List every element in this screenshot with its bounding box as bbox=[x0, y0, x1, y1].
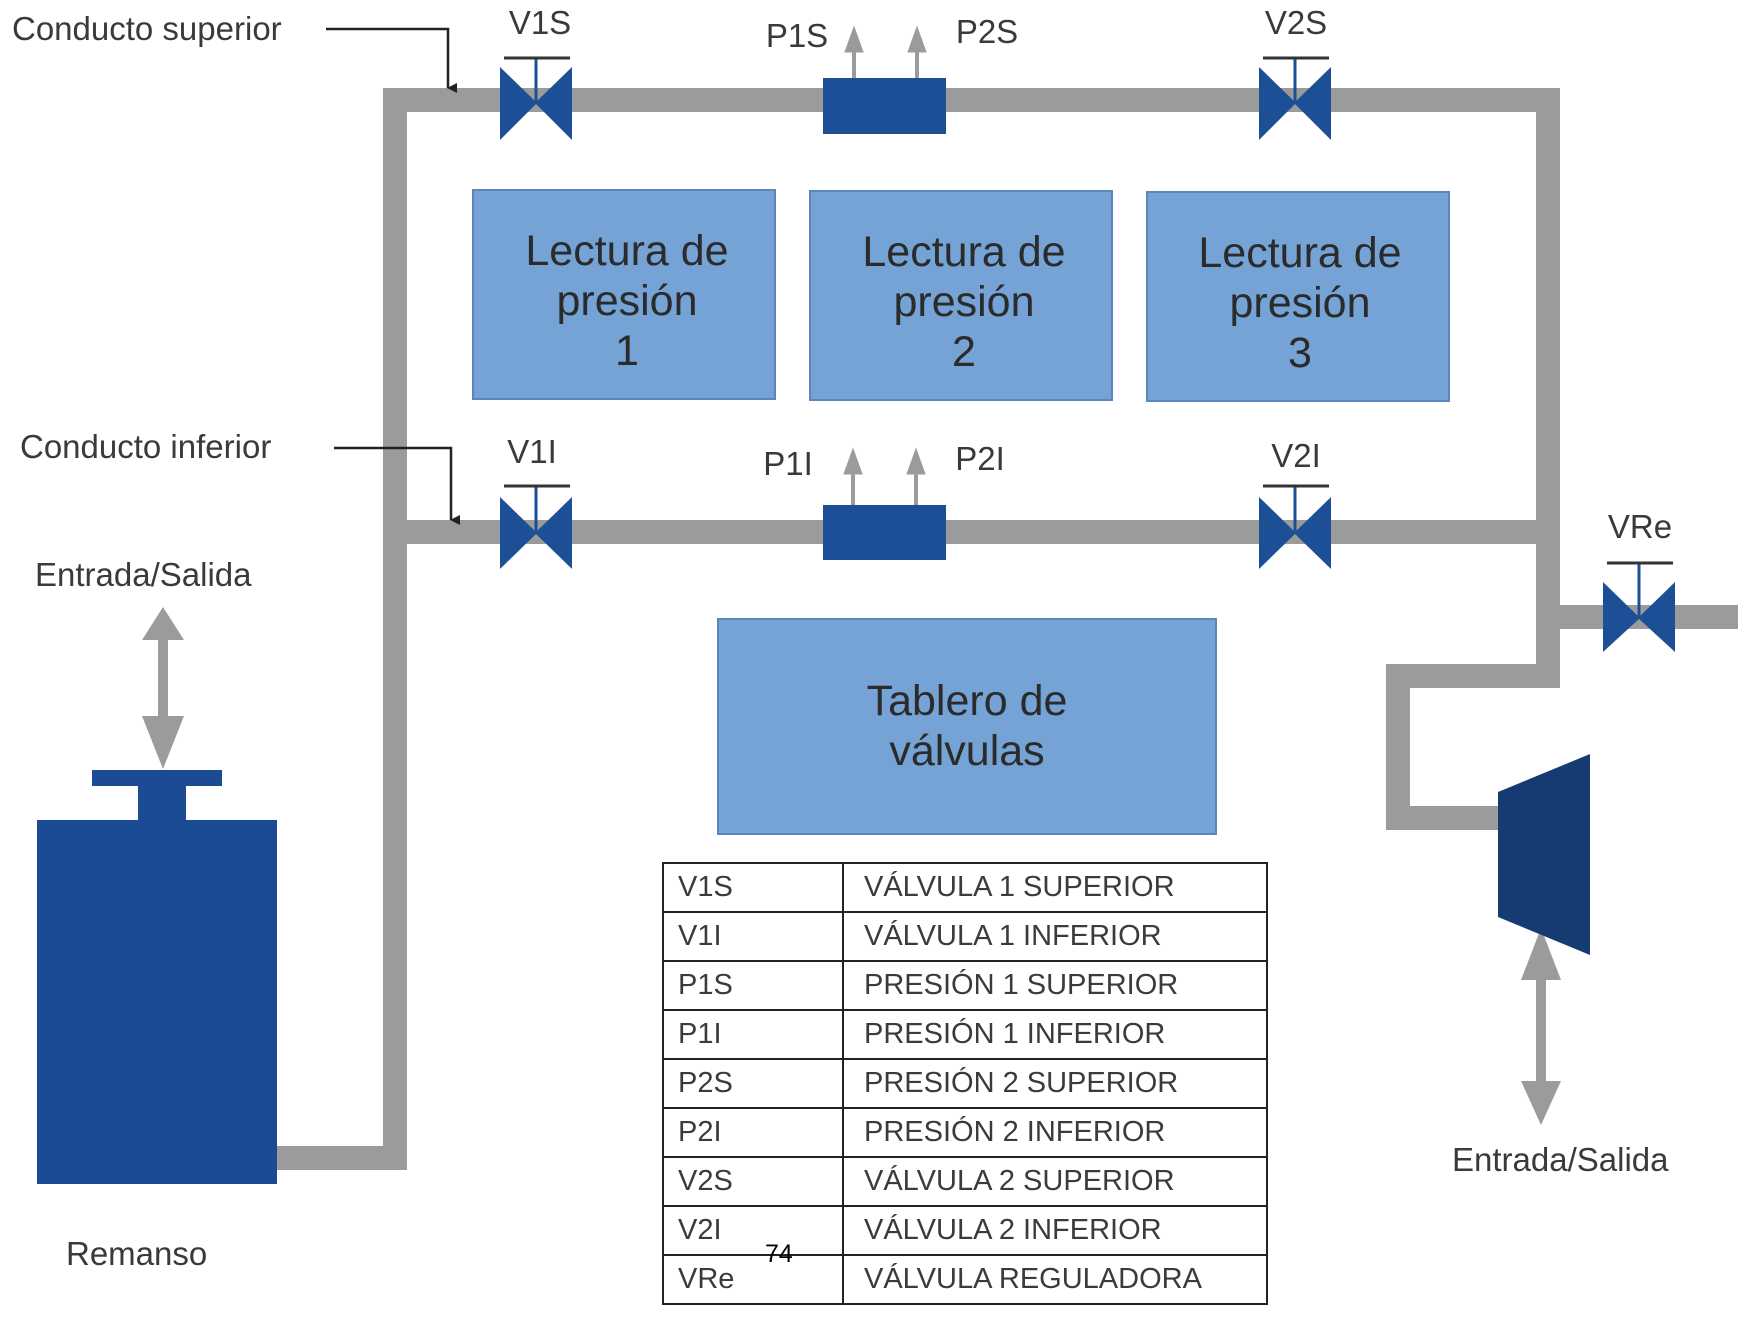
label-p1i: P1I bbox=[763, 445, 813, 482]
legend-code: P2I bbox=[662, 1107, 844, 1158]
double-arrow-left bbox=[142, 607, 184, 769]
box-lectura-2-line-1: Lectura de bbox=[862, 228, 1065, 276]
legend-description: VÁLVULA 2 SUPERIOR bbox=[842, 1156, 1268, 1207]
callout-lines bbox=[326, 27, 460, 525]
legend-code: V1S bbox=[662, 862, 844, 913]
label-v2i: V2I bbox=[1271, 437, 1321, 474]
legend-code: P1I bbox=[662, 1009, 844, 1060]
tank-remanso bbox=[37, 770, 277, 1184]
legend-code: V2S bbox=[662, 1156, 844, 1207]
double-arrow-right bbox=[1521, 928, 1561, 1125]
box-lectura-1-line-2: presión bbox=[556, 277, 697, 325]
legend-code: P1S bbox=[662, 960, 844, 1011]
conducto-superior-leader bbox=[326, 27, 457, 93]
legend-description: VÁLVULA 1 SUPERIOR bbox=[842, 862, 1268, 913]
box-tablero: Tablero de válvulas bbox=[717, 618, 1217, 835]
valve-vre bbox=[1603, 561, 1675, 652]
legend-description: PRESIÓN 1 SUPERIOR bbox=[842, 960, 1268, 1011]
box-lectura-3-line-2: presión bbox=[1229, 279, 1370, 327]
pressure-tap-arrows bbox=[843, 25, 927, 505]
box-lectura-2-line-3: 2 bbox=[952, 328, 976, 376]
valve-v1s bbox=[500, 56, 572, 140]
box-lectura-3-line-1: Lectura de bbox=[1198, 229, 1401, 277]
valve-v1i bbox=[500, 484, 572, 569]
legend-code: V1I bbox=[662, 911, 844, 962]
legend-code: VRe bbox=[662, 1254, 844, 1305]
box-lectura-3-line-3: 3 bbox=[1288, 329, 1312, 377]
label-vre: VRe bbox=[1608, 508, 1672, 545]
pressure-sensor-lower bbox=[823, 505, 946, 560]
compressor-feed-pipe bbox=[1386, 605, 1560, 830]
box-lectura-2-line-2: presión bbox=[893, 278, 1034, 326]
legend-code: P2S bbox=[662, 1058, 844, 1109]
upper-pipe bbox=[275, 88, 1560, 1170]
pressure-sensor-upper bbox=[823, 78, 946, 134]
label-v1i: V1I bbox=[507, 433, 557, 470]
label-p2s: P2S bbox=[956, 13, 1018, 50]
valve-v2s bbox=[1259, 56, 1331, 140]
legend-description: VÁLVULA REGULADORA bbox=[842, 1254, 1268, 1305]
box-lectura-2: Lectura de presión 2 bbox=[809, 190, 1113, 401]
box-lectura-1-line-1: Lectura de bbox=[525, 227, 728, 275]
legend-description: VÁLVULA 1 INFERIOR bbox=[842, 911, 1268, 962]
label-conducto-inferior: Conducto inferior bbox=[20, 428, 271, 465]
valve-v2i bbox=[1259, 484, 1331, 569]
conducto-inferior-leader bbox=[334, 446, 460, 525]
legend-description: VÁLVULA 2 INFERIOR bbox=[842, 1205, 1268, 1256]
label-v1s: V1S bbox=[509, 4, 571, 41]
box-lectura-1-line-3: 1 bbox=[615, 327, 639, 375]
legend-description: PRESIÓN 1 INFERIOR bbox=[842, 1009, 1268, 1060]
label-entrada-salida-left: Entrada/Salida bbox=[35, 556, 252, 593]
legend-description: PRESIÓN 2 SUPERIOR bbox=[842, 1058, 1268, 1109]
label-remanso: Remanso bbox=[66, 1235, 207, 1272]
box-tablero-line-2: válvulas bbox=[889, 727, 1044, 775]
pipes bbox=[275, 88, 1738, 1170]
box-lectura-1: Lectura de presión 1 bbox=[472, 189, 776, 400]
label-conducto-superior: Conducto superior bbox=[12, 10, 282, 47]
label-entrada-salida-right: Entrada/Salida bbox=[1452, 1141, 1669, 1178]
box-tablero-line-1: Tablero de bbox=[867, 677, 1068, 725]
box-lectura-3: Lectura de presión 3 bbox=[1146, 191, 1450, 402]
legend-description: PRESIÓN 2 INFERIOR bbox=[842, 1107, 1268, 1158]
legend-code: V2I bbox=[662, 1205, 844, 1256]
label-p2i: P2I bbox=[955, 440, 1005, 477]
compressor bbox=[1498, 754, 1590, 955]
label-p1s: P1S bbox=[766, 17, 828, 54]
page-number: 74 bbox=[765, 1240, 793, 1268]
label-v2s: V2S bbox=[1265, 4, 1327, 41]
